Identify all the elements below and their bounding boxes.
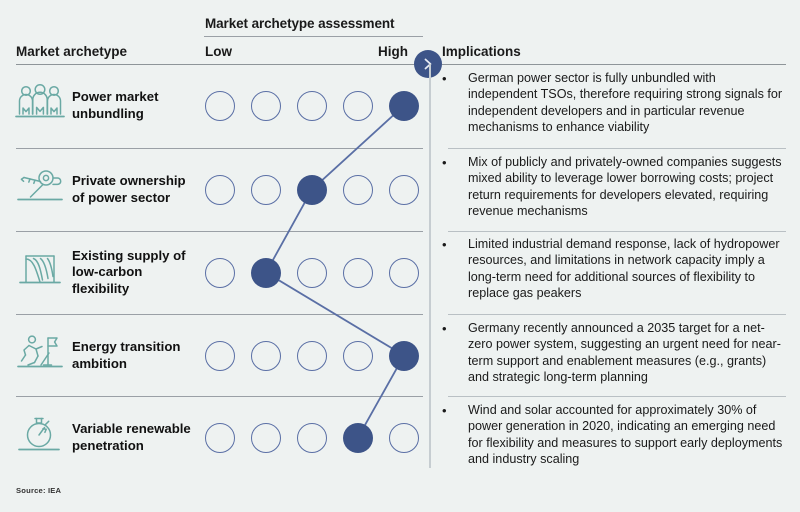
row-separator xyxy=(16,231,423,233)
implication-item: • Germany recently announced a 2035 targe… xyxy=(442,320,786,386)
scale-label-high: High xyxy=(378,44,408,59)
bullet-icon: • xyxy=(442,71,447,86)
bullet-icon: • xyxy=(442,321,447,336)
implication-separator xyxy=(448,231,786,233)
score-dot[interactable] xyxy=(205,257,235,288)
column-divider xyxy=(429,64,431,468)
score-dot[interactable] xyxy=(389,174,419,205)
header-rule-left xyxy=(16,64,423,66)
implication-separator xyxy=(448,396,786,398)
source-note: Source: IEA xyxy=(16,486,62,495)
score-dot[interactable] xyxy=(297,340,327,371)
implication-separator xyxy=(448,148,786,150)
bullet-icon: • xyxy=(442,403,447,418)
score-dot[interactable] xyxy=(389,257,419,288)
score-dot[interactable] xyxy=(251,90,281,121)
score-dot-selected[interactable] xyxy=(343,422,373,453)
row-label: Private ownership of power sector xyxy=(72,173,186,205)
key-icon xyxy=(12,164,68,212)
score-dot-selected[interactable] xyxy=(297,174,327,205)
scale-label-low: Low xyxy=(205,44,232,59)
implication-item: • Wind and solar accounted for approximat… xyxy=(442,402,786,468)
implication-item: • Mix of publicly and privately-owned com… xyxy=(442,154,786,220)
row-separator xyxy=(16,396,423,398)
implication-text: German power sector is fully unbundled w… xyxy=(468,71,783,135)
assessment-header-title: Market archetype assessment xyxy=(205,16,395,31)
score-dot[interactable] xyxy=(205,174,235,205)
row-separator xyxy=(16,148,423,150)
people-group-icon xyxy=(12,80,68,128)
assessment-header-rule xyxy=(204,36,423,37)
implication-text: Wind and solar accounted for approximate… xyxy=(468,403,783,467)
score-dot[interactable] xyxy=(251,174,281,205)
score-dot-selected[interactable] xyxy=(389,340,419,371)
implication-separator xyxy=(448,314,786,316)
score-dot[interactable] xyxy=(343,257,373,288)
row-separator xyxy=(16,314,423,316)
row-label: Variable renewable penetration xyxy=(72,421,191,453)
score-dot-selected[interactable] xyxy=(251,257,281,288)
column-header-archetype: Market archetype xyxy=(16,44,128,59)
implication-item: • German power sector is fully unbundled … xyxy=(442,70,786,136)
score-dot[interactable] xyxy=(389,422,419,453)
bullet-icon: • xyxy=(442,155,447,170)
score-dot[interactable] xyxy=(205,422,235,453)
score-dot[interactable] xyxy=(297,90,327,121)
score-dot[interactable] xyxy=(205,90,235,121)
header-rule-right xyxy=(442,64,786,66)
row-label: Existing supply of low-carbon flexibilit… xyxy=(72,247,186,296)
implication-item: • Limited industrial demand response, lac… xyxy=(442,236,786,302)
column-header-implications: Implications xyxy=(442,44,521,59)
score-dot[interactable] xyxy=(343,340,373,371)
score-dot[interactable] xyxy=(251,340,281,371)
score-dot[interactable] xyxy=(343,174,373,205)
score-dot[interactable] xyxy=(297,422,327,453)
row-label: Energy transition ambition xyxy=(72,339,181,371)
implication-text: Limited industrial demand response, lack… xyxy=(468,237,780,301)
bullet-icon: • xyxy=(442,237,447,252)
stopwatch-icon xyxy=(12,412,68,460)
implication-text: Mix of publicly and privately-owned comp… xyxy=(468,155,782,219)
score-dot[interactable] xyxy=(251,422,281,453)
implication-text: Germany recently announced a 2035 target… xyxy=(468,321,781,385)
chevron-right-icon xyxy=(414,50,442,78)
row-label: Power market unbundling xyxy=(72,89,159,121)
score-dot[interactable] xyxy=(205,340,235,371)
hydropower-dam-icon xyxy=(12,247,68,295)
runner-flag-icon xyxy=(12,330,68,378)
score-dot[interactable] xyxy=(297,257,327,288)
score-dot[interactable] xyxy=(343,90,373,121)
score-dot-selected[interactable] xyxy=(389,90,419,121)
